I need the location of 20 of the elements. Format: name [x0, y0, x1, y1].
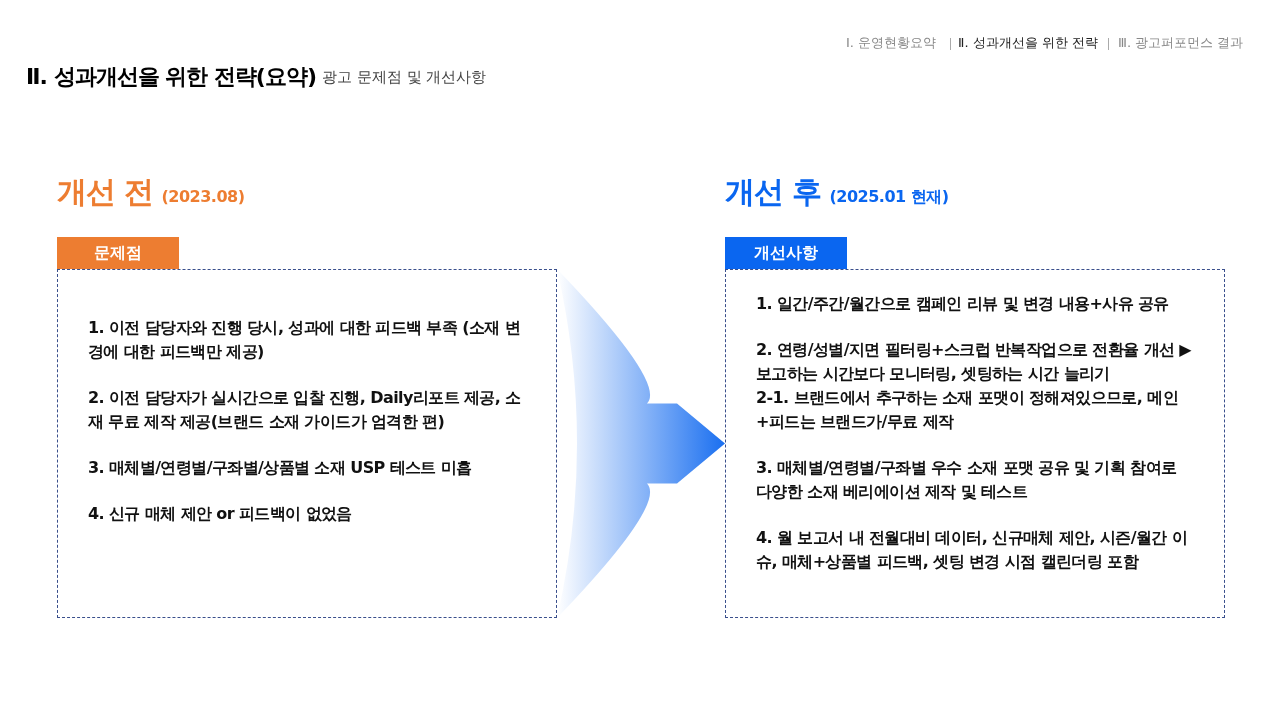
section-tab: 개선사항 [725, 237, 847, 269]
page-title: Ⅱ. 성과개선을 위한 전략(요약) [26, 63, 316, 91]
section-heading: 개선 후 [725, 174, 822, 209]
list-item: 3. 매체별/연령별/구좌별 우수 소재 포맷 공유 및 기획 참여로 다양한 소재 베리에이션 제작 및 테스트 [756, 457, 1178, 503]
section-tab: 문제점 [57, 237, 179, 269]
nav-link: Ⅰ. 운영현황요약 [846, 34, 937, 52]
list-item: 1. 이전 담당자와 진행 당시, 성과에 대한 피드백 부족 (소재 변경에 대한 피드백만 제공) [88, 317, 522, 363]
list-item: 3. 매체별/연령별/구좌별/상품별 소재 USP 테스트 미흡 [88, 457, 473, 479]
date-note: (2025.01 현재) [829, 187, 949, 206]
date-note: (2023.08) [161, 187, 245, 206]
list-item: 2. 연령/성별/지면 필터링+스크럽 반복작업으로 전환율 개선 ▶ 보고하는 시간보다 모니터링, 셋팅하는 시간 늘리기 [756, 339, 1193, 385]
nav-link: Ⅲ. 광고퍼포먼스 결과 [1118, 34, 1244, 52]
section-heading: 개선 전 [57, 174, 154, 209]
list-item: 1. 일간/주간/월간으로 캠페인 리뷰 및 변경 내용+사유 공유 [756, 293, 1170, 315]
list-item: 4. 월 보고서 내 전월대비 데이터, 신규매체 제안, 시즌/월간 이슈, 매체+상품별 피드백, 셋팅 변경 시점 캘린더링 포함 [756, 527, 1189, 573]
nav-link: Ⅱ. 성과개선을 위한 전략 [958, 34, 1098, 52]
subtitle: 광고 문제점 및 개선사항 [322, 68, 487, 87]
list-item: 4. 신규 매체 제안 or 피드백이 없었음 [88, 503, 353, 525]
list-item: 2-1. 브랜드에서 추구하는 소재 포맷이 정해져있으므로, 메인+피드는 브랜드가/무료 제작 [756, 387, 1180, 433]
list-item: 2. 이전 담당자가 실시간으로 입찰 진행, Daily리포트 제공, 소재 무료 제작 제공(브랜드 소재 가이드가 엄격한 편) [88, 387, 522, 433]
